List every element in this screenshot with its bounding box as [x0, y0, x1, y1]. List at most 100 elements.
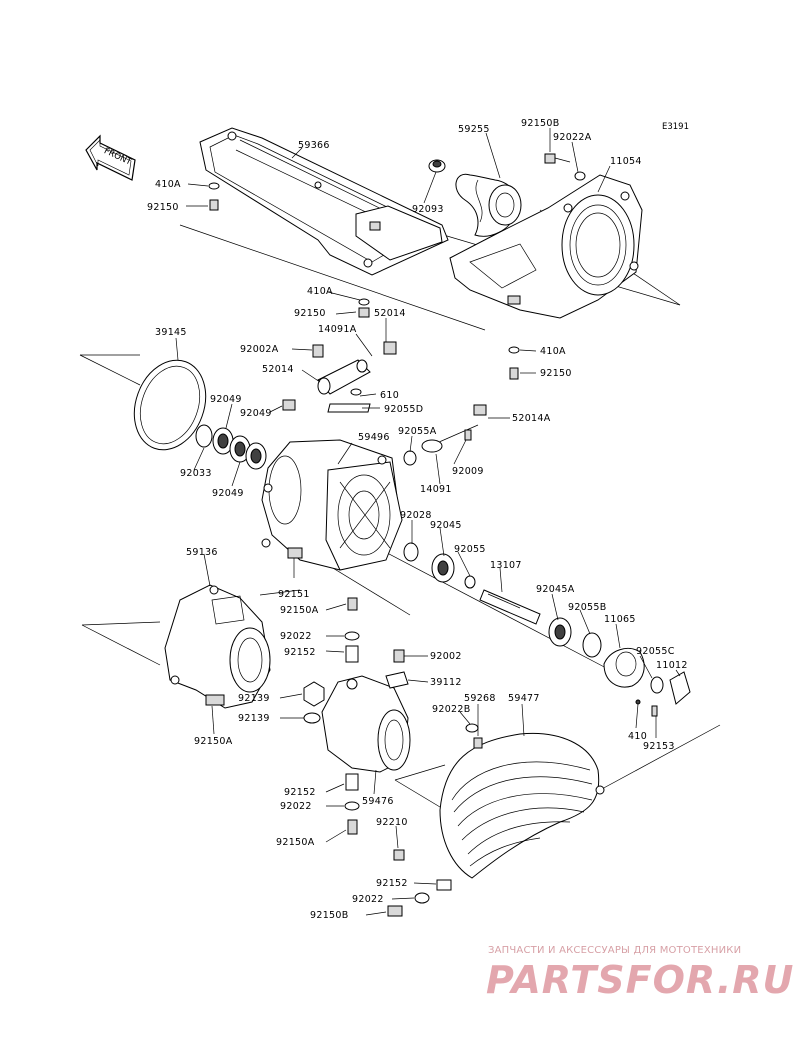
label-92150B-top: 92150B [521, 118, 560, 129]
cap-11065 [603, 648, 645, 688]
bolt-92150A-1 [347, 597, 358, 611]
pump-cover-59366 [199, 127, 449, 276]
label-92022-3: 92022 [352, 894, 384, 905]
label-610: 610 [380, 390, 399, 401]
label-11054: 11054 [610, 156, 642, 167]
label-92002A: 92002A [240, 344, 279, 355]
label-92033: 92033 [180, 468, 212, 479]
bolt-92150A-3 [347, 819, 358, 835]
label-410A-2: 410A [307, 286, 333, 297]
label-92049-c: 92049 [212, 488, 244, 499]
label-410: 410 [628, 731, 647, 742]
label-59477: 59477 [508, 693, 540, 704]
diagram-code: E3191 [662, 122, 689, 132]
fitting-52014-a [383, 341, 397, 355]
washer-92022-3 [414, 892, 430, 904]
label-92150B-bottom: 92150B [310, 910, 349, 921]
label-13107: 13107 [490, 560, 522, 571]
label-39112: 39112 [430, 677, 462, 688]
impeller-shaft-13107 [479, 589, 541, 625]
label-39145: 39145 [155, 327, 187, 338]
washer-92022-1 [344, 631, 360, 641]
nut-92093 [428, 159, 446, 173]
deflector-59476 [321, 675, 411, 773]
label-92022-1: 92022 [280, 631, 312, 642]
label-92093: 92093 [412, 204, 444, 215]
label-59255: 59255 [458, 124, 490, 135]
label-52014-b: 52014 [262, 364, 294, 375]
washer-92022-2 [344, 801, 360, 811]
label-52014A: 52014A [512, 413, 551, 424]
label-92022A: 92022A [553, 132, 592, 143]
label-92055C: 92055C [636, 646, 675, 657]
collar-92152-3 [436, 879, 452, 891]
label-92045: 92045 [430, 520, 462, 531]
collar-92028 [403, 542, 419, 562]
pipe-14091 [421, 424, 479, 453]
leader-lines [175, 128, 681, 916]
label-92055B: 92055B [568, 602, 607, 613]
bearing-92045 [431, 553, 455, 583]
label-92152-2: 92152 [284, 787, 316, 798]
o-ring-92055B [582, 632, 602, 658]
label-59496: 59496 [358, 432, 390, 443]
washer-92022B [465, 723, 479, 733]
front-arrow-icon: FRONT [85, 134, 136, 181]
label-410A-1: 410A [155, 179, 181, 190]
label-92210: 92210 [376, 817, 408, 828]
o-ring-92055C [650, 676, 664, 694]
label-52014-a: 52014 [374, 308, 406, 319]
label-14091A: 14091A [318, 324, 357, 335]
label-92002: 92002 [430, 651, 462, 662]
bolt-59268 [473, 737, 483, 749]
bolt-92150B-top [544, 153, 586, 181]
label-92150A-2: 92150A [194, 736, 233, 747]
bearing-92045A [548, 617, 572, 647]
fitting-52014A [473, 404, 487, 416]
washer-410A-1 [208, 182, 220, 190]
label-92139-a: 92139 [238, 693, 270, 704]
nozzle-59136 [164, 584, 271, 709]
label-92055A: 92055A [398, 426, 437, 437]
part-labels: 59366 410A 92150 59255 92150B 92022A 110… [147, 118, 687, 921]
pump-housing-59496 [261, 439, 403, 571]
o-ring-92055 [464, 575, 476, 589]
bolt-92151 [287, 547, 303, 559]
reverse-bucket-59477 [439, 732, 605, 879]
o-ring-92033 [195, 424, 213, 448]
label-59476: 59476 [362, 796, 394, 807]
bolt-92002A [312, 344, 324, 358]
label-59268: 59268 [464, 693, 496, 704]
label-92151: 92151 [278, 589, 310, 600]
seal-ring-39145 [133, 359, 207, 451]
label-92139-b: 92139 [238, 713, 270, 724]
gasket-92055D [327, 403, 371, 413]
label-92049-a: 92049 [210, 394, 242, 405]
o-ring-410 [635, 699, 641, 705]
impeller-59255 [455, 173, 522, 237]
bolt-92150B-bottom [387, 905, 403, 917]
bushing-92139-a [303, 681, 325, 707]
hose-14091A [317, 359, 371, 395]
bolt-92002 [393, 649, 405, 663]
bolt-92150-3 [509, 367, 519, 380]
label-92150-1: 92150 [147, 202, 179, 213]
label-92055: 92055 [454, 544, 486, 555]
label-11065: 11065 [604, 614, 636, 625]
fitting-52014-b [282, 399, 296, 411]
collar-92152-2 [345, 773, 359, 791]
label-410A-3: 410A [540, 346, 566, 357]
bushing-92139-b [303, 712, 321, 724]
label-92049-b: 92049 [240, 408, 272, 419]
screw-92009 [464, 429, 472, 441]
oil-seal-92049-c [245, 442, 267, 470]
label-92152-1: 92152 [284, 647, 316, 658]
collar-92152-1 [345, 645, 359, 663]
label-92150-3: 92150 [540, 368, 572, 379]
bolt-92210 [393, 849, 405, 861]
watermark-logo: PARTSFOR.RU [486, 958, 795, 1002]
label-92150A-1: 92150A [280, 605, 319, 616]
label-14091: 14091 [420, 484, 452, 495]
o-ring-610 [350, 388, 362, 396]
